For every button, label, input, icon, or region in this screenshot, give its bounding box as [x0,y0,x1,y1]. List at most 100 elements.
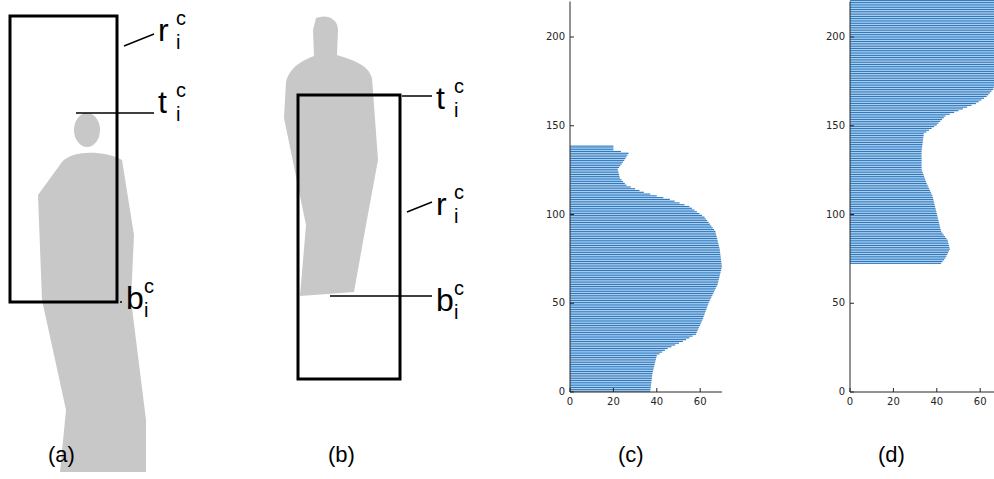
bar [570,273,720,274]
tick-label: 40 [650,397,663,407]
bar [570,151,621,152]
symbol-label: c [454,278,464,298]
bar [850,190,930,191]
bar [850,99,981,100]
bar [850,119,942,120]
silhouette-a [38,113,146,472]
bar [570,156,626,157]
bar [570,266,722,267]
bar [570,376,652,377]
bar [850,176,924,177]
tick-label: 0 [559,387,565,397]
bar [850,7,994,8]
bar [570,355,657,356]
bar [850,57,994,58]
panel-caption: (b) [328,444,355,466]
bar [570,316,704,317]
bar [570,217,705,218]
bar [850,160,922,161]
bar [570,339,686,340]
bar [850,91,992,92]
bar [570,238,717,239]
bar [850,202,934,203]
bar [850,245,949,246]
symbol-label: t [158,86,167,118]
bar [570,197,663,198]
bar [850,256,946,257]
bar [850,231,941,232]
bar [570,146,613,147]
bar [570,336,693,337]
bar [570,314,704,315]
bar [570,293,713,294]
bar [570,286,717,287]
bar [850,36,994,37]
bar [850,220,939,221]
bar [570,234,716,235]
bar [850,67,994,68]
bar [850,192,931,193]
bar [850,117,944,118]
bar [850,146,922,147]
bar [850,78,994,79]
bar [850,217,938,218]
tick-label: 60 [974,397,987,407]
bar [850,138,923,139]
bar [850,259,944,260]
bar [570,289,715,290]
bar [850,4,994,5]
region-box [10,16,117,302]
bar [850,37,994,38]
bar [570,344,675,345]
bar [570,229,714,230]
bar [570,227,713,228]
tick-label: 0 [567,397,573,407]
bar [570,153,629,154]
bar [570,243,718,244]
bar [850,199,933,200]
bar [570,362,655,363]
bar [850,101,979,102]
bar [850,34,994,35]
bar [570,320,702,321]
bar [850,64,994,65]
bar [570,215,702,216]
bar [850,12,994,13]
bar [850,222,939,223]
bar [570,256,721,257]
bar [570,211,697,212]
bar [570,343,679,344]
bar [570,236,717,237]
bar [850,2,994,3]
bar [850,76,994,77]
tick-label: 200 [826,32,845,42]
bar [850,85,994,86]
bar [570,186,631,187]
bar [570,240,718,241]
bar [850,213,937,214]
bar [850,32,994,33]
symbol-label: r [436,188,447,220]
bar [570,195,657,196]
bar [570,350,665,351]
bar [850,83,994,84]
panel-caption: (d) [878,444,905,466]
bar [850,55,994,56]
bar [570,280,718,281]
bar [850,206,935,207]
bar [570,190,639,191]
bar [570,373,652,374]
bar [570,369,653,370]
bar [570,254,720,255]
bar [570,282,718,283]
bar [850,112,954,113]
bar [850,169,922,170]
bar [850,229,941,230]
bar [850,234,944,235]
chart-axes [850,2,994,393]
bar [570,158,625,159]
bar [850,188,929,189]
bar [850,236,945,237]
bar [850,110,959,111]
bar [570,147,613,148]
